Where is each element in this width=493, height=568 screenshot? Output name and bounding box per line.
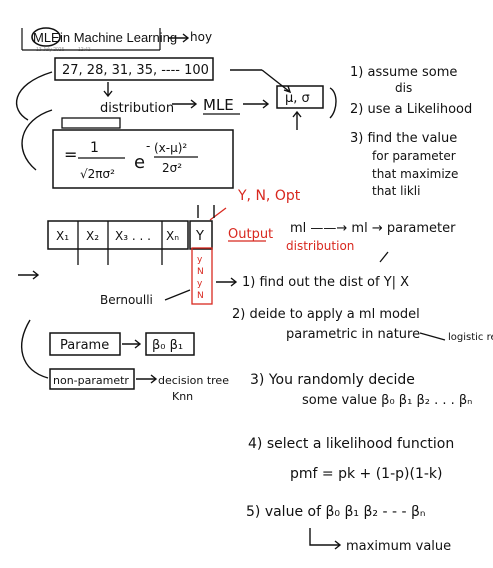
numbers-box — [54, 57, 214, 81]
mu-sigma-box — [276, 85, 324, 109]
y-col-0: y — [197, 255, 203, 265]
step3d-text: that likli — [372, 184, 420, 198]
maximum-value-text: maximum value — [346, 539, 451, 554]
y-col-1: N — [197, 267, 204, 277]
numbers-list: 27, 28, 31, 35, ---- 100 — [62, 63, 209, 78]
distribution-label: distribution — [100, 101, 174, 116]
header: MLE in Machine Learning 13 July 2025 12:… — [21, 27, 212, 53]
formula-power-numerator: (x-μ)² — [154, 141, 187, 155]
table-header-x2: X₂ — [86, 229, 99, 243]
title-badge-circle — [31, 27, 61, 47]
red-distribution: distribution — [286, 239, 354, 253]
mle-label: MLE — [203, 96, 234, 114]
step3-text: 3) find the value — [350, 131, 457, 146]
random-values-text: some value β₀ β₁ β₂ . . . βₙ — [302, 393, 472, 408]
bernoulli-label: Bernoulli — [100, 293, 153, 307]
random-decide-text: 3) You randomly decide — [250, 372, 415, 388]
step3c-text: that maximize — [372, 167, 458, 181]
step1b-text: dis — [395, 81, 412, 95]
formula-exp: e — [134, 152, 145, 173]
dataset-table: X₁ X₂ X₃ . . . Xₙ Y y N y N — [47, 220, 213, 305]
step1-text: 1) assume some — [350, 65, 457, 80]
pmf-text: pmf = pk + (1-p)(1-k) — [290, 466, 442, 482]
y-col-3: N — [197, 291, 204, 301]
red-yn-opt: Y, N, Opt — [237, 188, 301, 204]
nonparam-box-label: non-parametr — [53, 374, 129, 387]
mu-sigma: μ, σ — [285, 91, 310, 106]
table-header-xn: Xₙ — [166, 229, 179, 243]
formula-numerator: 1 — [90, 140, 99, 156]
step2-text: 2) use a Likelihood — [350, 102, 472, 117]
gaussian-formula-box — [52, 129, 234, 189]
decide-model-text: 2) deide to apply a ml model — [232, 307, 420, 322]
knn-label: Knn — [172, 390, 193, 403]
nonparam-box — [49, 368, 135, 390]
param-box-label: Parame — [60, 338, 109, 353]
svg-text:=: = — [64, 145, 77, 164]
step3b-text: for parameter — [372, 149, 456, 163]
title-badge: MLE — [33, 30, 60, 45]
left-curve-arrow — [15, 71, 53, 121]
red-output: Output — [228, 227, 273, 242]
decision-tree-label: decision tree — [158, 374, 229, 387]
table-header-x1: X₁ — [56, 229, 69, 243]
formula-denominator: √2πσ² — [80, 167, 115, 181]
beta-box-label: β₀ β₁ — [152, 338, 183, 353]
find-dist-text: 1) find out the dist of Y| X — [242, 275, 409, 290]
values-beta-text: 5) value of β₀ β₁ β₂ - - - βₙ — [246, 504, 425, 520]
y-col-2: y — [197, 279, 203, 289]
y-column-red-box — [191, 247, 213, 305]
formula-power-denominator: 2σ² — [162, 161, 182, 175]
beta-box — [145, 332, 195, 356]
logistic-regression-text: logistic regression — [448, 332, 493, 343]
table-header-y: Y — [195, 229, 204, 244]
page-title: in Machine Learning — [60, 30, 177, 45]
parametric-nature-text: parametric in nature — [286, 327, 420, 342]
hoy-note: hoy — [190, 30, 212, 44]
table-header-x3: X₃ . . . — [115, 229, 151, 243]
ml-to-parameter: ml ——→ ml → parameter — [290, 221, 456, 236]
select-likelihood-text: 4) select a likelihood function — [248, 436, 454, 452]
svg-text:-: - — [146, 139, 150, 153]
param-box — [49, 332, 121, 356]
